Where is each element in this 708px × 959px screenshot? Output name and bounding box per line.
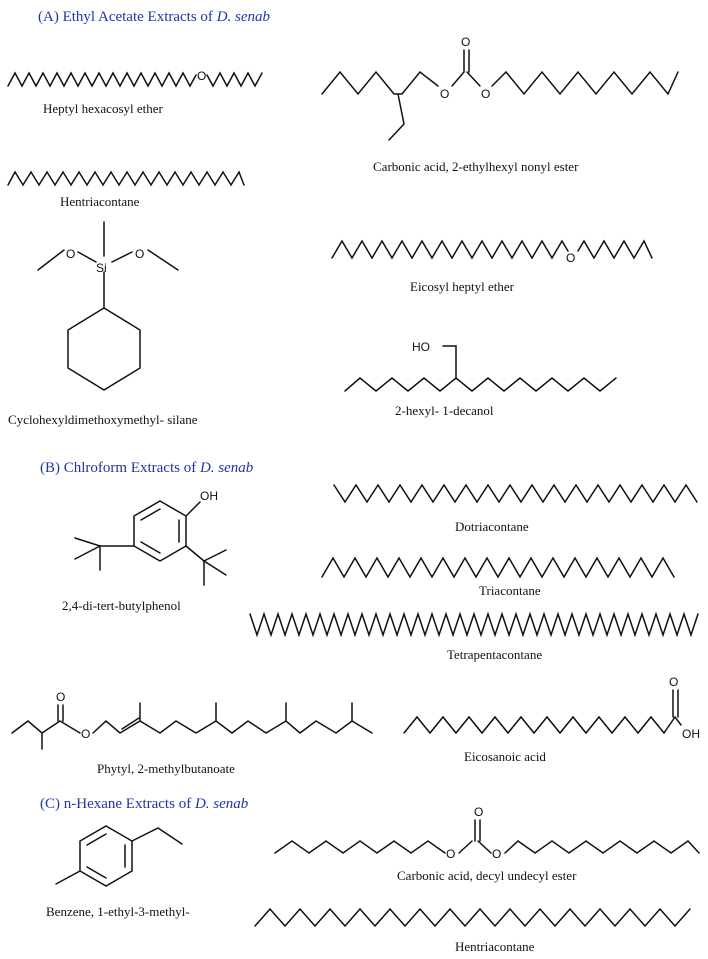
- di-tert-butylphenol-label: 2,4-di-tert-butylphenol: [62, 598, 181, 613]
- ester-carbonyl-oxygen-label: O: [56, 690, 65, 704]
- methoxy-oxygen-2-label: O: [135, 247, 144, 261]
- hentriacontane-a-label: Hentriacontane: [60, 194, 140, 209]
- eicosyl-heptyl-ether-label: Eicosyl heptyl ether: [410, 279, 515, 294]
- hexyl-decanol-structure: HO: [344, 340, 617, 392]
- dotriacontane-label: Dotriacontane: [455, 519, 529, 534]
- di-tert-butylphenol-structure: OH: [74, 489, 227, 586]
- ethyl-methyl-benzene-label: Benzene, 1-ethyl-3-methyl-: [46, 904, 190, 919]
- section-b-heading: (B) Chlroform Extracts of D. senab: [40, 460, 254, 476]
- hentriacontane-a-structure: [7, 170, 245, 187]
- heptyl-hexacosyl-ether-structure: O: [7, 69, 263, 88]
- carbonic-decyl-undecyl-ester-structure: O O O: [274, 805, 700, 861]
- hentriacontane-c-label: Hentriacontane: [455, 939, 535, 954]
- triacontane-label: Triacontane: [479, 583, 541, 598]
- carbonate-oxygen-1-label: O: [440, 87, 449, 101]
- section-a-heading: (A) Ethyl Acetate Extracts of D. senab: [38, 9, 271, 25]
- carbonic-ethylhexyl-nonyl-ester-label: Carbonic acid, 2-ethylhexyl nonyl ester: [373, 159, 579, 174]
- phytyl-methylbutanoate-label: Phytyl, 2-methylbutanoate: [97, 761, 235, 776]
- acid-hydroxyl-label: OH: [682, 727, 700, 741]
- carbonic-ethylhexyl-nonyl-ester-structure: O O O: [321, 35, 679, 141]
- ethyl-methyl-benzene-structure: [55, 825, 183, 887]
- hentriacontane-c-structure: [254, 907, 691, 928]
- cyclohexyldimethoxymethyl-silane-structure: Si O O: [37, 221, 179, 391]
- tetrapentacontane-structure: [249, 611, 699, 638]
- methoxy-oxygen-1-label: O: [66, 247, 75, 261]
- eicosanoic-acid-label: Eicosanoic acid: [464, 749, 546, 764]
- eicosyl-ether-oxygen-label: O: [566, 251, 575, 265]
- acid-carbonyl-oxygen-label: O: [669, 675, 678, 689]
- section-c-heading: (C) n-Hexane Extracts of D. senab: [40, 796, 249, 812]
- ether-oxygen-label: O: [197, 69, 206, 83]
- tetrapentacontane-label: Tetrapentacontane: [447, 647, 542, 662]
- cyclohexyldimethoxymethyl-silane-label: Cyclohexyldimethoxymethyl- silane: [8, 412, 198, 427]
- phenol-hydroxyl-label: OH: [200, 489, 218, 503]
- carbonic-decyl-undecyl-ester-label: Carbonic acid, decyl undecyl ester: [397, 868, 577, 883]
- hydroxyl-label: HO: [412, 340, 430, 354]
- eicosanoic-acid-structure: O OH: [403, 675, 700, 741]
- phytyl-methylbutanoate-structure: O O: [11, 690, 373, 750]
- carbonyl-oxygen-label: O: [461, 35, 470, 49]
- eicosyl-heptyl-ether-structure: O: [331, 239, 653, 265]
- silicon-atom-label: Si: [96, 261, 107, 275]
- ester-oxygen-label: O: [81, 727, 90, 741]
- carbonate-c-carbonyl-label: O: [474, 805, 483, 819]
- triacontane-structure: [321, 556, 675, 579]
- dotriacontane-structure: [333, 483, 698, 504]
- carbonate-oxygen-2-label: O: [481, 87, 490, 101]
- hexyl-decanol-label: 2-hexyl- 1-decanol: [395, 403, 494, 418]
- carbonate-c-oxygen-1-label: O: [446, 847, 455, 861]
- heptyl-hexacosyl-ether-label: Heptyl hexacosyl ether: [43, 101, 164, 116]
- carbonate-c-oxygen-2-label: O: [492, 847, 501, 861]
